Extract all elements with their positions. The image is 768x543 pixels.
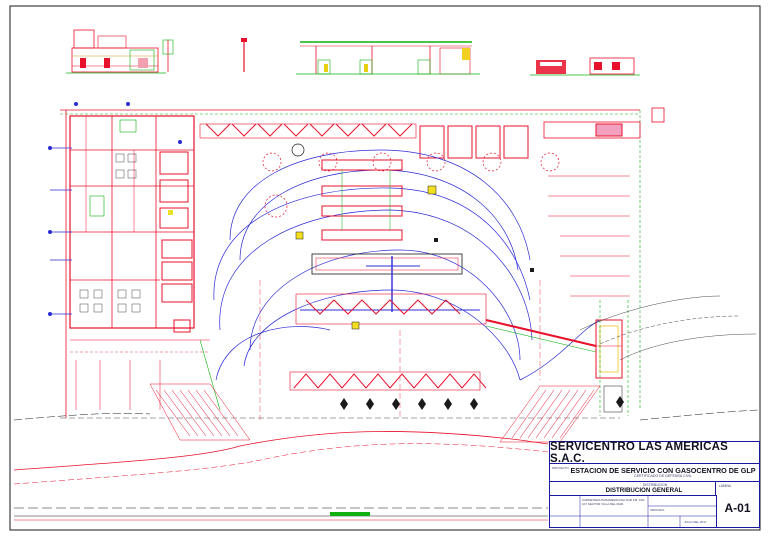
highway-road <box>13 295 759 521</box>
elevation-sign-pole <box>162 38 247 72</box>
drawing-pre-label: DISTRIBUCION <box>642 483 668 487</box>
scale-text: INDICADA <box>650 508 665 512</box>
project-name: ESTACION DE SERVICIO CON GASOCENTRO DE G… <box>570 466 756 475</box>
glp-tank-area <box>485 300 629 416</box>
site-boundary <box>60 109 641 419</box>
center-canopy-area <box>295 159 534 330</box>
pump-islands-circles <box>262 143 560 218</box>
sheet-frame <box>9 5 761 531</box>
info-grid <box>550 496 716 527</box>
axis-lines <box>259 280 541 420</box>
sheet-number-box: LAMINA A-01 <box>715 481 760 528</box>
sheet-number: A-01 <box>724 501 751 515</box>
top-parking-row <box>199 107 665 159</box>
location-text: CARRETERA PANAMERICANA SUR KM. 106-107 S… <box>582 498 645 506</box>
left-building-plan <box>48 102 221 411</box>
access-ramps <box>149 383 601 443</box>
lower-parking-row <box>289 371 487 391</box>
date-text: JULIO DEL 2017 <box>684 520 707 524</box>
elevation-left-building <box>66 29 166 74</box>
sheet-label: LAMINA <box>719 484 731 488</box>
project-name-box: PROYECTO ESTACION DE SERVICIO CON GASOCE… <box>549 463 760 483</box>
vehicle-turning-paths <box>213 149 601 381</box>
elevation-right-buildings <box>530 57 640 76</box>
info-box: CARRETERA PANAMERICANA SUR KM. 106-107 S… <box>549 495 717 528</box>
right-side-lines <box>548 175 630 297</box>
elevation-canopy <box>296 41 480 75</box>
drawing-title: DISTRIBUCION GENERAL <box>605 487 683 494</box>
project-label: PROYECTO <box>552 466 569 470</box>
project-subtitle: CERTIFICADO DE DEFENSA CIVIL <box>633 474 693 478</box>
company-title: SERVICENTRO LAS AMERICAS S.A.C. <box>549 441 760 465</box>
